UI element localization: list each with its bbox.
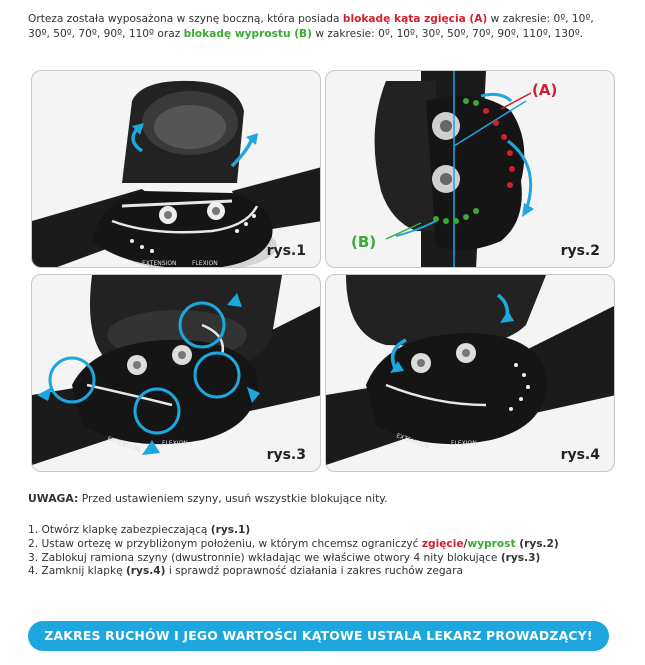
step-1: 1. Otwórz klapkę zabezpieczającą (rys.1) [28,524,559,538]
figure-2-illustration: (A) (B) [351,71,557,267]
intro-text-3: w zakresie: 0º, 10º, 30º, 50º, 70º, 90º,… [311,28,584,40]
figure-2-label: rys.2 [560,243,600,259]
hinge-flexion-text: FLEXION [192,260,218,267]
figure-4-illustration: EXTENSION FLEXION [326,275,614,465]
step-2: 2. Ustaw ortezę w przybliżonym położeniu… [28,538,559,552]
step-ref: (rys.2) [515,537,559,550]
warning-text: Przed ustawieniem szyny, usuń wszystkie … [78,492,388,505]
step-text: Zamknij klapkę [38,565,126,578]
figure-1: EXTENSION FLEXION rys.1 [31,70,321,268]
steps-list: 1. Otwórz klapkę zabezpieczającą (rys.1)… [28,524,559,579]
step-4: 4. Zamknij klapkę (rys.4) i sprawdź popr… [28,565,559,579]
step-text: Ustaw ortezę w przybliżonym położeniu, w… [38,537,422,550]
callout-b: (B) [351,233,376,251]
hinge-flexion-text-3: FLEXION [162,440,188,447]
warning-note: UWAGA: Przed ustawieniem szyny, usuń wsz… [28,492,388,505]
intro-paragraph: Orteza została wyposażona w szynę boczną… [28,12,618,42]
step-text-after: i sprawdź poprawność działania i zakres … [165,565,463,578]
hinge-flexion-text-4: FLEXION [451,440,477,447]
step-number: 2. [28,537,39,550]
step-text: Zablokuj ramiona szyny (dwustronnie) wkł… [38,551,501,564]
step-text: Otwórz klapkę zabezpieczającą [38,524,211,536]
step-number: 4. [28,565,39,578]
callout-a: (A) [532,81,557,99]
step-slash: / [463,537,468,550]
figure-3-illustration: EXTENSION FLEXION [32,275,320,465]
step-ref: (rys.3) [500,551,541,564]
intro-text-2: w zakresie: 0º, 10º, 30º, 50º, 70º, 90º,… [28,13,594,40]
figure-1-label: rys.1 [266,243,306,259]
step-3: 3. Zablokuj ramiona szyny (dwustronnie) … [28,552,559,566]
step-ref: (rys.1) [210,524,251,536]
step-number: 1. [28,524,39,536]
figure-4-label: rys.4 [560,447,600,463]
figure-2: (A) (B) rys.2 [325,70,615,268]
step-ref: (rys.4) [125,565,166,578]
physician-banner: ZAKRES RUCHÓW I JEGO WARTOŚCI KĄTOWE UST… [28,621,609,651]
figure-3-label: rys.3 [266,447,306,463]
figure-1-illustration: EXTENSION FLEXION [32,80,320,267]
hinge-extension-text: EXTENSION [142,260,177,267]
step-flexion-term: zgięcie [421,537,464,550]
step-extension-term: wyprost [467,537,516,550]
flexion-lock-term: blokadę kąta zgięcia (A) [342,13,488,25]
step-number: 3. [28,551,39,564]
extension-lock-term: blokadę wyprostu (B) [183,28,312,40]
warning-label: UWAGA: [28,492,79,505]
figure-3: EXTENSION FLEXION rys.3 [31,274,321,472]
intro-text-1: Orteza została wyposażona w szynę boczną… [28,13,343,25]
figure-4: EXTENSION FLEXION rys.4 [325,274,615,472]
